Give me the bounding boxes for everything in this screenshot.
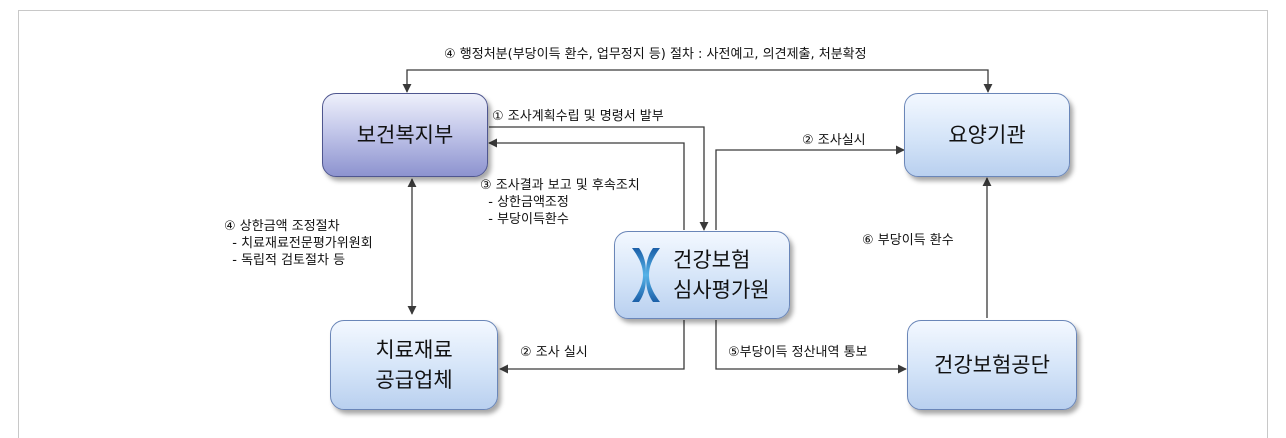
- label-ceiling-line1: ④ 상한금액 조정절차: [224, 219, 340, 234]
- hira-logo-icon: [632, 248, 660, 302]
- node-supplier: 치료재료 공급업체: [330, 320, 498, 410]
- label-ceiling: ④ 상한금액 조정절차 - 치료재료전문평가위원회 - 독립적 검토절차 등: [224, 218, 373, 269]
- label-report-line3: - 부당이득환수: [480, 212, 569, 227]
- node-bokji: 보건복지부: [322, 93, 488, 177]
- node-hira: 건강보험 심사평가원: [614, 231, 790, 319]
- arrow-survey-yoyang: [715, 145, 905, 230]
- node-bokji-label: 보건복지부: [356, 123, 454, 147]
- arrow-notify: [715, 320, 907, 374]
- label-admin-action: ④ 행정처분(부당이득 환수, 업무정지 등) 절차 : 사전예고, 의견제출,…: [444, 47, 867, 62]
- label-survey-supplier: ② 조사 실시: [520, 345, 588, 360]
- label-report: ③ 조사결과 보고 및 후속조치 - 상한금액조정 - 부당이득환수: [480, 177, 640, 228]
- label-recover: ⑥ 부당이득 환수: [862, 233, 954, 248]
- arrow-report: [488, 138, 685, 230]
- arrow-plan: [489, 126, 709, 231]
- label-report-line1: ③ 조사결과 보고 및 후속조치: [480, 178, 640, 193]
- node-nhis-label: 건강보험공단: [934, 353, 1050, 377]
- label-ceiling-line2: - 치료재료전문평가위원회: [224, 236, 373, 251]
- label-notify: ⑤부당이득 정산내역 통보: [728, 345, 868, 360]
- arrow-admin-action: [402, 69, 993, 93]
- node-yoyang-label: 요양기관: [948, 123, 1026, 147]
- label-ceiling-line3: - 독립적 검토절차 등: [224, 253, 346, 268]
- node-hira-label-line2: 심사평가원: [673, 278, 770, 302]
- label-report-line2: - 상한금액조정: [480, 195, 569, 210]
- arrow-survey-supplier: [499, 320, 685, 374]
- node-supplier-label-line2: 공급업체: [375, 368, 453, 392]
- node-hira-label-line1: 건강보험: [673, 248, 751, 272]
- node-supplier-label-line1: 치료재료: [375, 338, 453, 362]
- label-survey-yoyang: ② 조사실시: [802, 133, 866, 148]
- node-yoyang: 요양기관: [904, 93, 1070, 177]
- label-plan: ① 조사계획수립 및 명령서 발부: [492, 109, 664, 124]
- node-nhis: 건강보험공단: [907, 320, 1077, 410]
- diagram-frame: [18, 10, 1268, 438]
